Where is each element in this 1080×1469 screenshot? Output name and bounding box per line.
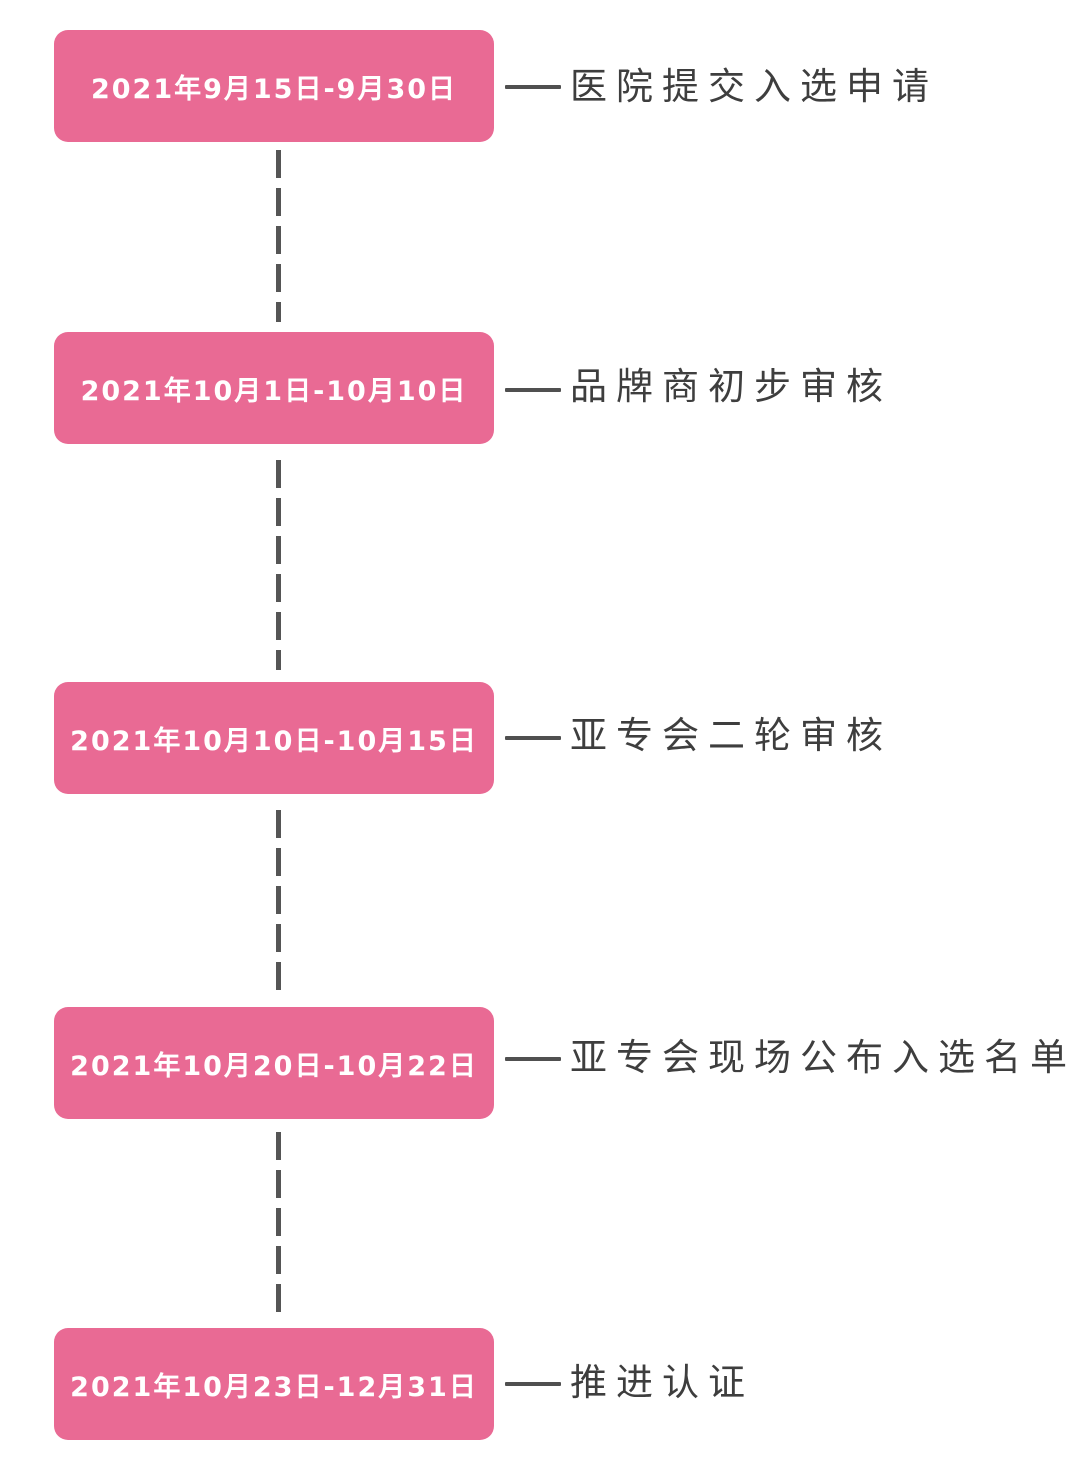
connector-2 xyxy=(505,388,561,392)
date-text-5: 2021年10月23日-12月31日 xyxy=(70,1371,478,1403)
date-box-4: 2021年10月20日-10月22日 xyxy=(54,1007,494,1119)
connector-1 xyxy=(505,85,561,89)
connector-5 xyxy=(505,1382,561,1386)
date-box-3: 2021年10月10日-10月15日 xyxy=(54,682,494,794)
step-label-4: 亚专会现场公布入选名单 xyxy=(570,1036,1076,1079)
date-box-1: 2021年9月15日-9月30日 xyxy=(54,30,494,142)
date-text-3: 2021年10月10日-10月15日 xyxy=(70,725,478,757)
date-text-4: 2021年10月20日-10月22日 xyxy=(70,1050,478,1082)
date-box-5: 2021年10月23日-12月31日 xyxy=(54,1328,494,1440)
connector-4 xyxy=(505,1057,561,1061)
step-label-5: 推进认证 xyxy=(570,1361,754,1404)
dashed-link-4 xyxy=(276,1132,281,1312)
step-label-3: 亚专会二轮审核 xyxy=(570,714,892,757)
date-text-1: 2021年9月15日-9月30日 xyxy=(90,73,458,105)
date-text-2: 2021年10月1日-10月10日 xyxy=(80,375,468,407)
step-label-1: 医院提交入选申请 xyxy=(570,65,938,108)
dashed-link-1 xyxy=(276,150,281,322)
step-label-2: 品牌商初步审核 xyxy=(570,365,892,408)
date-box-2: 2021年10月1日-10月10日 xyxy=(54,332,494,444)
connector-3 xyxy=(505,736,561,740)
dashed-link-3 xyxy=(276,810,281,992)
dashed-link-2 xyxy=(276,460,281,670)
